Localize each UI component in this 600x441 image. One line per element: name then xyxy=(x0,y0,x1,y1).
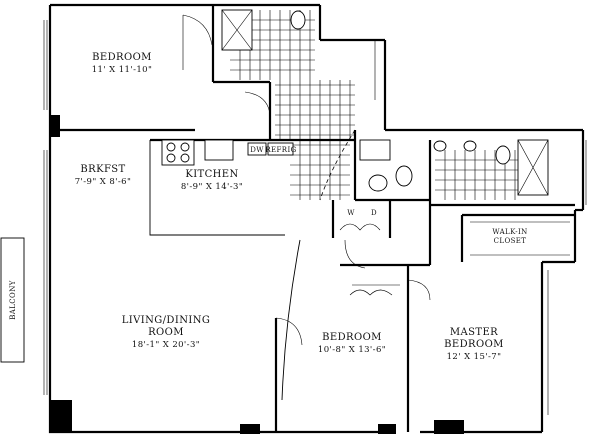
kitchen-name: KITCHEN xyxy=(185,169,238,180)
room-kitchen: KITCHEN 8'-9" X 14'-3" xyxy=(181,169,243,192)
bath-fixtures xyxy=(221,9,549,196)
room-living-dining: LIVING/DINING ROOM 18'-1" X 20'-3" xyxy=(122,315,210,350)
room-bedroom-mid: BEDROOM 10'-8" X 13'-6" xyxy=(318,332,386,355)
walkin-name-2: CLOSET xyxy=(494,237,527,245)
dishwasher-label: DW xyxy=(250,146,264,154)
tile-floor xyxy=(230,10,520,200)
kitchen-fixtures xyxy=(161,129,356,201)
windows xyxy=(43,20,587,415)
master-dims: 12' X 15'-7" xyxy=(447,352,502,362)
room-bedroom-top: BEDROOM 11' X 11'-10" xyxy=(92,52,153,75)
master-name: MASTER xyxy=(450,327,498,338)
breakfast-name: BRKFST xyxy=(80,164,125,175)
closet-shelving xyxy=(470,221,570,256)
bedroom-top-name: BEDROOM xyxy=(92,52,152,63)
walkin-name: WALK-IN xyxy=(492,228,527,236)
kitchen-dims: 8'-9" X 14'-3" xyxy=(181,182,243,192)
structural-columns xyxy=(50,115,464,434)
bedroom-mid-name: BEDROOM xyxy=(322,332,382,343)
room-walk-in-closet: WALK-IN CLOSET xyxy=(492,228,527,245)
balcony-label: BALCONY xyxy=(9,280,17,320)
living-name: LIVING/DINING xyxy=(122,315,210,326)
dryer-label: D xyxy=(371,209,377,217)
refrigerator-label: REFRIG xyxy=(265,146,296,154)
balcony: BALCONY xyxy=(0,237,25,363)
bedroom-mid-dims: 10'-8" X 13'-6" xyxy=(318,345,386,355)
walls xyxy=(48,3,585,434)
master-name-2: BEDROOM xyxy=(444,339,504,350)
room-master-bedroom: MASTER BEDROOM 12' X 15'-7" xyxy=(444,327,504,362)
breakfast-dims: 7'-9" X 8'-6" xyxy=(75,177,132,187)
living-dims: 18'-1" X 20'-3" xyxy=(132,340,200,350)
doors xyxy=(182,14,431,401)
room-breakfast: BRKFST 7'-9" X 8'-6" xyxy=(75,164,132,187)
bedroom-top-dims: 11' X 11'-10" xyxy=(92,65,153,75)
washer-label: W xyxy=(347,209,355,217)
living-name-2: ROOM xyxy=(148,327,184,338)
